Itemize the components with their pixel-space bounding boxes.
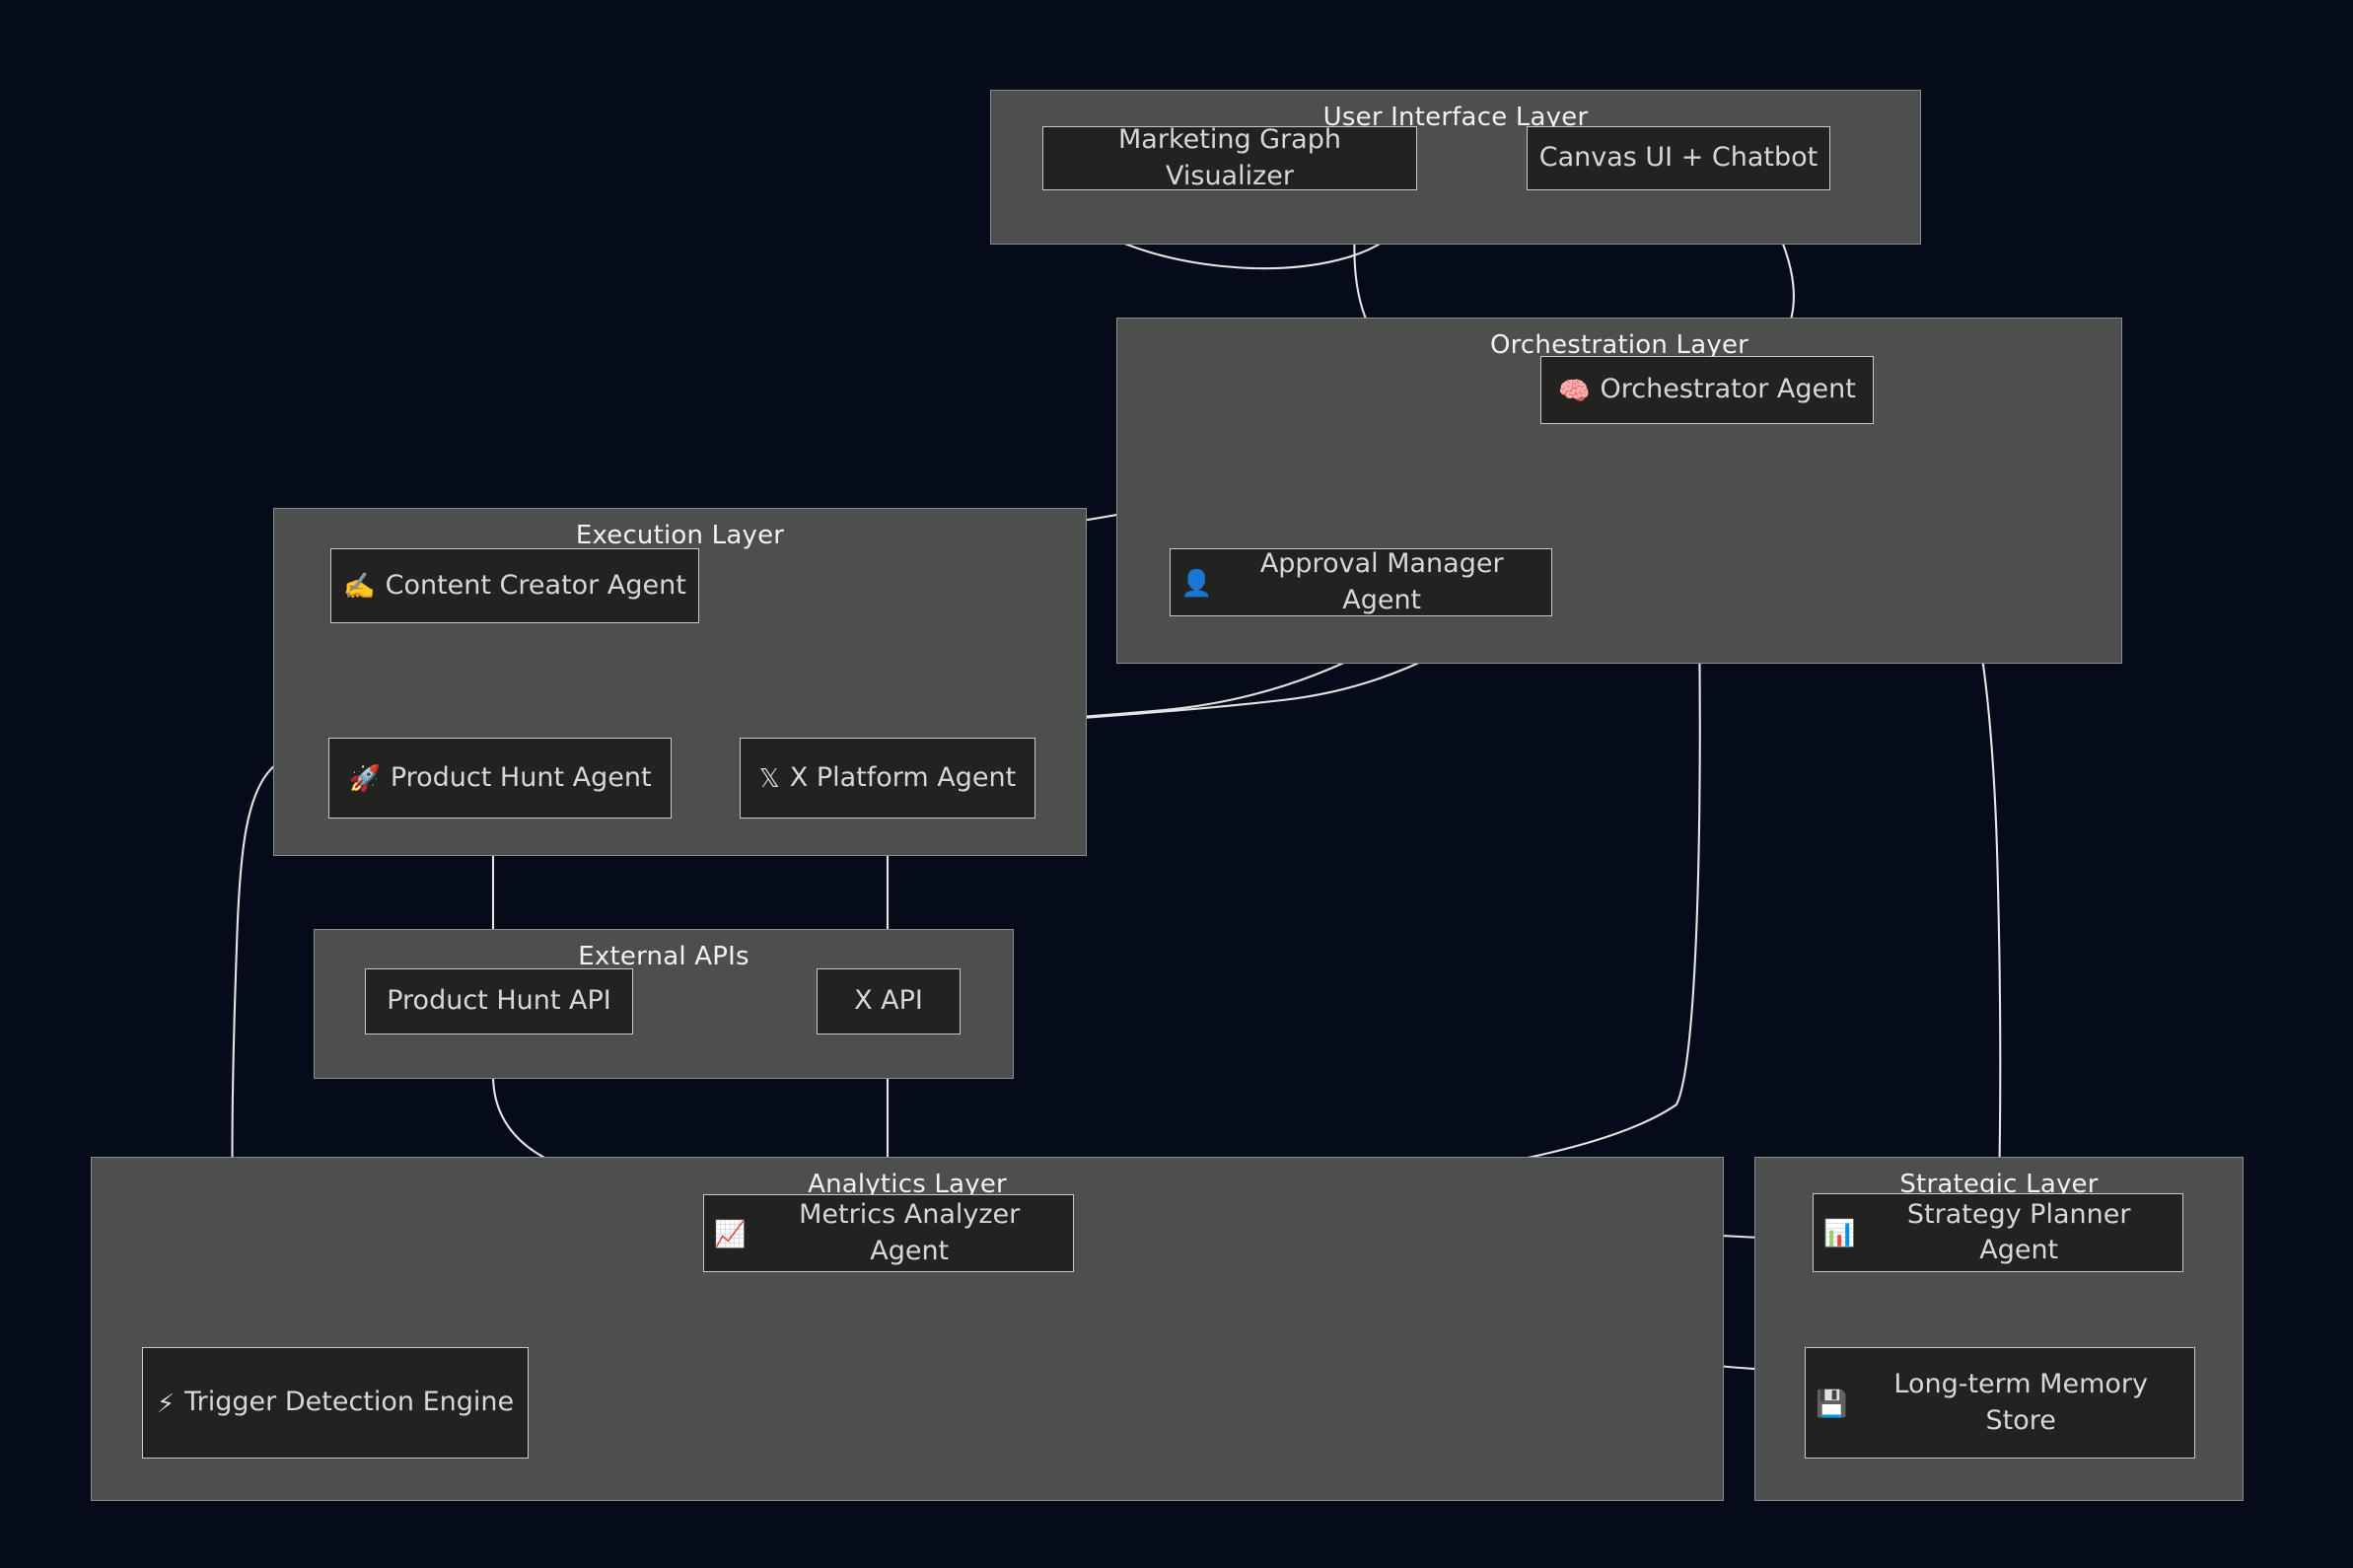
floppy-disk-icon: 💾	[1816, 1389, 1848, 1419]
node-label-orchestrator: Orchestrator Agent	[1600, 374, 1856, 405]
lightning-bolt-icon: ⚡	[156, 1389, 176, 1419]
node-x-api[interactable]: X API	[817, 968, 961, 1034]
cluster-title-orchestration: Orchestration Layer	[1489, 330, 1749, 360]
node-label-content: Content Creator Agent	[385, 569, 686, 601]
node-label-x-agent: X Platform Agent	[789, 761, 1017, 793]
node-label-canvas: Canvas UI + Chatbot	[1538, 142, 1818, 174]
node-metrics-analyzer-agent[interactable]: 📈 Metrics Analyzer Agent	[703, 1194, 1074, 1272]
node-label-ph-api: Product Hunt API	[387, 985, 611, 1017]
node-canvas-ui-chatbot[interactable]: Canvas UI + Chatbot	[1527, 126, 1830, 190]
node-trigger-detection-engine[interactable]: ⚡ Trigger Detection Engine	[142, 1347, 529, 1459]
cluster-title-execution: Execution Layer	[575, 521, 785, 550]
node-product-hunt-api[interactable]: Product Hunt API	[365, 968, 633, 1034]
person-icon: 👤	[1180, 568, 1213, 599]
node-x-platform-agent[interactable]: 𝕏 X Platform Agent	[740, 738, 1035, 819]
bar-chart-icon: 📊	[1823, 1219, 1856, 1248]
node-approval-manager-agent[interactable]: 👤 Approval Manager Agent	[1170, 548, 1552, 616]
cluster-title-external-apis: External APIs	[578, 942, 749, 971]
node-label-planner: Strategy Planner Agent	[1906, 1198, 2131, 1265]
chart-increasing-icon: 📈	[714, 1219, 747, 1249]
node-label-ph-agent: Product Hunt Agent	[390, 761, 652, 793]
node-long-term-memory-store[interactable]: 💾 Long-term Memory Store	[1805, 1347, 2195, 1459]
node-label-viz: Marketing Graph Visualizer	[1118, 124, 1341, 191]
node-label-memory: Long-term Memory Store	[1893, 1369, 2148, 1436]
brain-icon: 🧠	[1558, 376, 1591, 406]
x-logo-icon: 𝕏	[758, 764, 780, 794]
writing-hand-icon: ✍️	[343, 572, 376, 602]
node-label-x-api: X API	[854, 985, 923, 1017]
node-product-hunt-agent[interactable]: 🚀 Product Hunt Agent	[328, 738, 672, 819]
node-content-creator-agent[interactable]: ✍️ Content Creator Agent	[330, 548, 699, 623]
node-label-approval: Approval Manager Agent	[1259, 548, 1504, 615]
node-strategy-planner-agent[interactable]: 📊 Strategy Planner Agent	[1813, 1193, 2183, 1272]
node-label-trigger: Trigger Detection Engine	[184, 1387, 515, 1418]
node-label-metrics: Metrics Analyzer Agent	[799, 1199, 1021, 1266]
node-orchestrator-agent[interactable]: 🧠 Orchestrator Agent	[1540, 356, 1874, 424]
node-marketing-graph-visualizer[interactable]: Marketing Graph Visualizer	[1042, 124, 1417, 191]
rocket-icon: 🚀	[348, 764, 381, 794]
